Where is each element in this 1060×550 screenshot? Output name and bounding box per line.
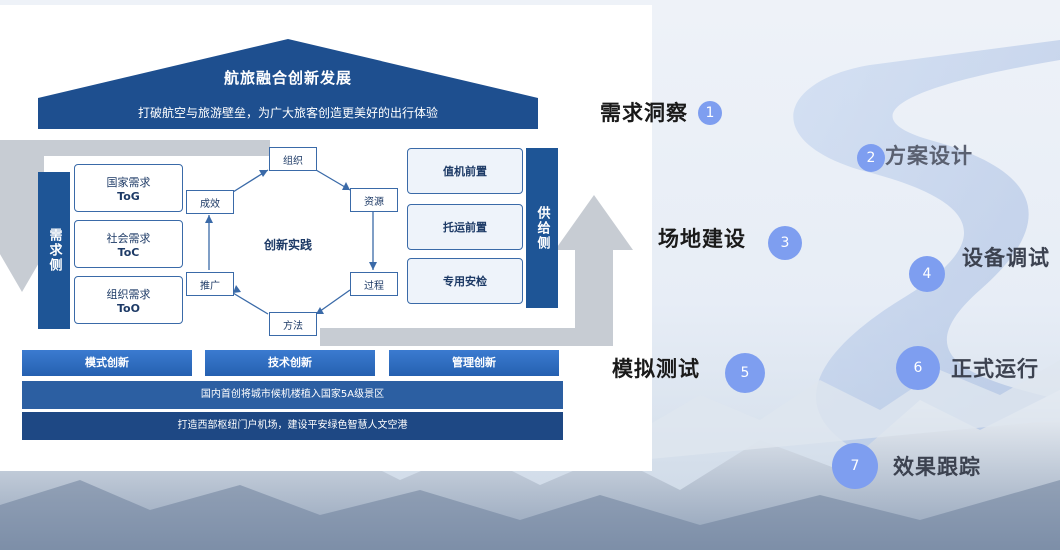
arrow-fangfa-tuiguang [232,292,269,315]
supply-side-label: 供给侧 [526,148,558,308]
step-3-label: 场地建设 [658,227,746,251]
demand-box-toc: 社会需求 ToC [74,220,183,268]
cycle-node-chengxiao: 成效 [186,190,234,214]
cycle-center-label: 创新实践 [263,238,312,252]
cycle-arrowheads [205,170,377,314]
demand-box-name: 社会需求 [106,231,151,245]
demand-box-code: ToG [117,189,140,203]
step-6-dot: 6 [896,346,940,390]
cycle-node-zuzhi: 组织 [269,147,317,171]
roof-shape [38,39,538,98]
supply-box-checkin: 值机前置 [407,148,523,194]
step-1-dot: 1 [698,101,722,125]
step-5-label: 模拟测试 [612,357,700,381]
step-2-label: 方案设计 [885,144,973,168]
demand-box-tog: 国家需求 ToG [74,164,183,212]
subtitle-bar: 打破航空与旅游壁垒，为广大旅客创造更美好的出行体验 [38,98,538,129]
supply-box-security: 专用安检 [407,258,523,304]
demand-box-code: ToC [117,245,140,259]
step-7-dot: 7 [832,443,878,489]
innovation-management: 管理创新 [389,350,559,376]
step-3-dot: 3 [768,226,802,260]
supply-box-baggage: 托运前置 [407,204,523,250]
roof-title: 航旅融合创新发展 [223,69,352,87]
cycle-node-tuiguang: 推广 [186,272,234,296]
demand-box-name: 组织需求 [106,287,151,301]
cycle-node-ziyuan: 资源 [350,188,398,212]
bottom-bar-2: 打造西部枢纽门户机场，建设平安绿色智慧人文空港 [22,412,563,440]
step-5-dot: 5 [725,353,765,393]
innovation-tech: 技术创新 [205,350,375,376]
step-7-label: 效果跟踪 [893,455,981,479]
cycle-node-guocheng: 过程 [350,272,398,296]
step-6-label: 正式运行 [951,357,1039,381]
demand-side-label: 需求侧 [38,172,70,329]
demand-box-code: ToO [117,301,140,315]
innovation-mode: 模式创新 [22,350,192,376]
step-4-dot: 4 [909,256,945,292]
step-1-label: 需求洞察 [600,101,688,125]
demand-box-name: 国家需求 [106,175,151,189]
left-flow-arrow [0,140,270,292]
step-4-label: 设备调试 [962,246,1050,270]
bottom-bar-1: 国内首创将城市候机楼植入国家5A级景区 [22,381,563,409]
right-flow-arrow [320,195,633,346]
step-2-dot: 2 [857,144,885,172]
demand-box-too: 组织需求 ToO [74,276,183,324]
diagram-shapes [0,39,633,346]
cycle-node-fangfa: 方法 [269,312,317,336]
